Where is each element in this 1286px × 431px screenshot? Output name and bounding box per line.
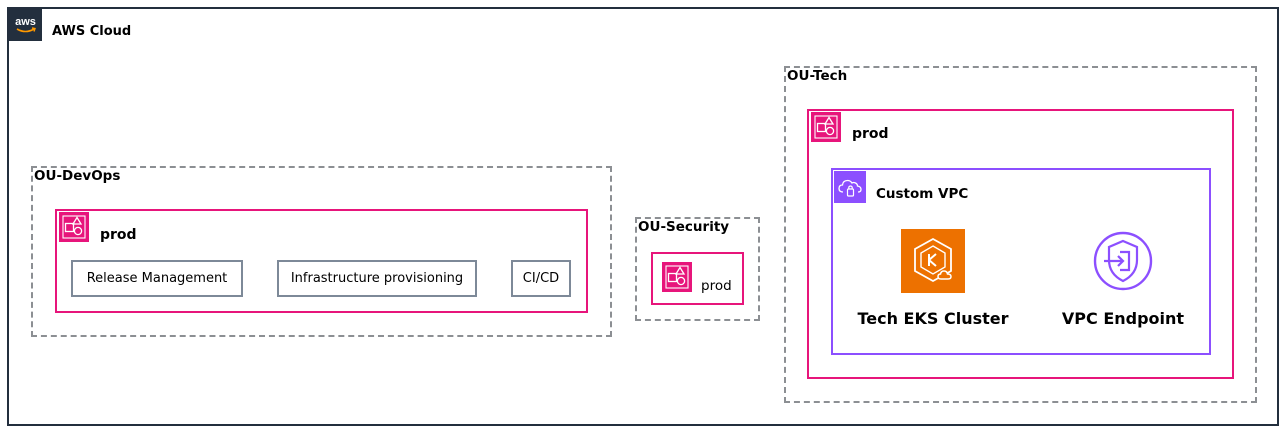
tech-prod-account bbox=[807, 109, 1234, 379]
ou-devops-title: OU-DevOps bbox=[34, 168, 121, 184]
security-account-title: prod bbox=[701, 278, 732, 294]
eks-icon bbox=[901, 229, 965, 293]
aws-logo-icon: aws bbox=[9, 9, 42, 41]
account-icon bbox=[811, 112, 841, 142]
ou-tech-group bbox=[784, 66, 1257, 403]
ou-security-title: OU-Security bbox=[638, 219, 730, 235]
ou-tech-title: OU-Tech bbox=[787, 68, 848, 84]
tech-account-title: prod bbox=[852, 126, 889, 142]
devops-prod-account bbox=[55, 209, 588, 313]
security-prod-account bbox=[651, 252, 744, 305]
account-icon bbox=[662, 262, 692, 292]
release-management-box: Release Management bbox=[71, 260, 243, 297]
vpc-endpoint-icon bbox=[1092, 230, 1154, 292]
aws-cloud-group bbox=[7, 7, 1279, 426]
infrastructure-provisioning-box: Infrastructure provisioning bbox=[277, 260, 477, 297]
account-icon bbox=[59, 212, 89, 242]
custom-vpc-group bbox=[831, 168, 1211, 355]
ci-cd-box: CI/CD bbox=[511, 260, 571, 297]
devops-account-title: prod bbox=[100, 227, 137, 243]
vpc-endpoint-label: VPC Endpoint bbox=[1061, 309, 1185, 328]
ou-devops-group bbox=[31, 166, 612, 337]
custom-vpc-title: Custom VPC bbox=[876, 186, 969, 202]
vpc-cloud-icon bbox=[834, 171, 866, 203]
svg-text:aws: aws bbox=[15, 16, 36, 28]
cloud-title: AWS Cloud bbox=[52, 24, 132, 39]
eks-label: Tech EKS Cluster bbox=[857, 309, 1009, 328]
ou-security-group bbox=[635, 217, 760, 321]
